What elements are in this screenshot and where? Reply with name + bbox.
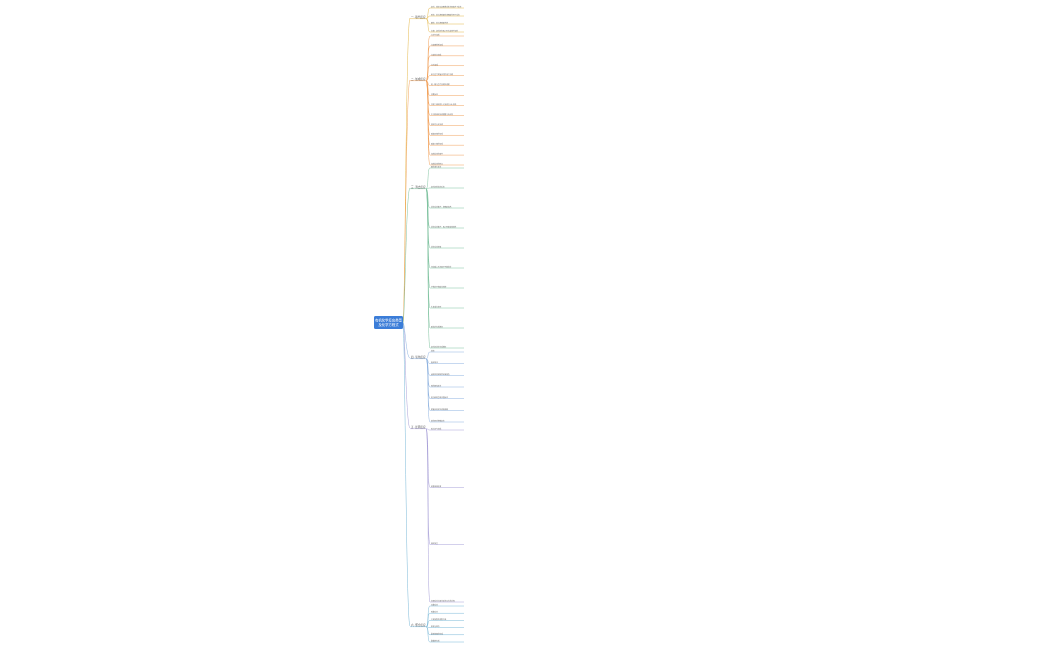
branch-label-5[interactable]: 五. 还原反应 <box>411 425 426 429</box>
node-6-4[interactable]: 单体与链节 <box>431 625 440 628</box>
connector-lines <box>402 7 464 643</box>
node-3-3[interactable]: 消去反应条件：浓硫酸加热 <box>431 206 452 209</box>
link-root-branch-5 <box>402 322 411 429</box>
node-3-8[interactable]: 扎依采夫规则 <box>431 306 441 309</box>
node-3-4[interactable]: 消去反应条件：NaOH醇溶液加热 <box>431 226 456 229</box>
node-1-1[interactable]: 卤代：烷烃与卤素单质在光照条件下发生 <box>431 6 462 9</box>
branch-label-1[interactable]: 一. 取代反应 <box>411 15 426 19</box>
node-6-5[interactable]: 酚醛树脂的生成 <box>431 632 443 635</box>
node-5-2[interactable]: 硝基苯被还原 <box>431 485 441 488</box>
link-branch-3-child-1 <box>425 167 431 190</box>
node-1-3[interactable]: 磺化：苯与浓硫酸共热 <box>431 22 448 25</box>
link-branch-3-child-10 <box>425 188 431 349</box>
node-6-6[interactable]: 聚酯的生成 <box>431 640 440 643</box>
link-branch-5-child-4 <box>425 428 431 603</box>
node-2-9[interactable]: 不对称烯烃加成遵循马氏规则 <box>431 113 453 116</box>
node-2-4[interactable]: 与水加成 <box>431 63 438 66</box>
node-4-5[interactable]: 醛与新制氢氧化铜反应 <box>431 396 448 399</box>
node-2-12[interactable]: 碳碳三键的加成 <box>431 143 443 146</box>
link-branch-6-child-6 <box>425 626 431 643</box>
node-1-2[interactable]: 硝化：苯与浓硝酸在浓硫酸作用下反应 <box>431 14 460 17</box>
link-branch-4-child-7 <box>425 358 431 423</box>
node-3-10[interactable]: 卤代烃消去生成烯烃 <box>431 346 447 349</box>
node-1-4[interactable]: 水解：卤代烃在NaOH水溶液中加热 <box>431 30 458 33</box>
node-4-4[interactable]: 醛的银镜反应 <box>431 385 441 388</box>
node-3-5[interactable]: 消去反应规律 <box>431 246 441 249</box>
node-2-2[interactable]: 与卤素单质加成 <box>431 43 443 46</box>
node-4-1[interactable]: 燃烧 <box>431 350 435 353</box>
branch-label-2[interactable]: 二. 加成反应 <box>411 77 426 81</box>
root-label-line-2: 及化学方程式 <box>378 322 399 327</box>
link-branch-5-child-1 <box>425 428 431 431</box>
node-3-7[interactable]: 产物为不饱和化合物 <box>431 286 447 289</box>
node-3-1[interactable]: 醇的消去反应 <box>431 166 441 169</box>
node-3-2[interactable]: 卤代烃的消去反应 <box>431 186 445 189</box>
node-5-4[interactable]: 还原反应与氧化反应互为逆过程 <box>431 600 455 603</box>
node-2-5[interactable]: 苯与氢气在催化剂作用下加成 <box>431 73 453 76</box>
node-5-1[interactable]: 醛与氢气加成 <box>431 428 441 431</box>
link-root-branch-3 <box>402 187 411 323</box>
root-node[interactable]: 有机化学反应类型 及化学方程式 <box>374 316 403 329</box>
branch-label-6[interactable]: 六. 聚合反应 <box>411 623 426 627</box>
node-2-6[interactable]: 醛、酮与氢气加成生成醇 <box>431 83 450 86</box>
node-2-7[interactable]: 加聚反应 <box>431 93 438 96</box>
node-4-7[interactable]: 苯的同系物被氧化 <box>431 420 445 423</box>
node-2-10[interactable]: 炔烃可分步加成 <box>431 123 443 126</box>
link-branch-2-child-14 <box>425 80 431 166</box>
node-6-2[interactable]: 缩聚反应 <box>431 611 438 614</box>
node-2-14[interactable]: 加成反应的特点 <box>431 163 443 166</box>
node-2-13[interactable]: 加成反应的条件 <box>431 153 443 156</box>
node-2-3[interactable]: 与卤化氢加成 <box>431 53 441 56</box>
node-4-6[interactable]: 醇催化氧化生成醛或酮 <box>431 408 448 411</box>
link-branch-2-child-4 <box>425 65 431 82</box>
link-root-branch-6 <box>402 322 411 627</box>
link-branch-4-child-1 <box>425 351 431 360</box>
root-box[interactable] <box>374 316 403 329</box>
mindmap-nodes: 一. 取代反应 卤代：烷烃与卤素单质在光照条件下发生硝化：苯与浓硝酸在浓硫酸作用下… <box>411 6 462 643</box>
link-branch-1-child-4 <box>425 18 431 33</box>
node-2-11[interactable]: 碳碳双键的加成 <box>431 133 443 136</box>
node-6-3[interactable]: 乙烯加聚生成聚乙烯 <box>431 618 447 621</box>
node-5-3[interactable]: 烯烃加氢 <box>431 542 438 545</box>
node-4-2[interactable]: 催化氧化 <box>431 361 438 364</box>
node-4-3[interactable]: 使酸性高锰酸钾溶液褪色 <box>431 373 450 376</box>
link-root-branch-4 <box>402 322 411 359</box>
link-branch-3-child-2 <box>425 187 431 190</box>
node-3-9[interactable]: 醇消去生成烯烃 <box>431 326 443 329</box>
node-6-1[interactable]: 加聚反应 <box>431 604 438 607</box>
branch-label-3[interactable]: 三. 消去反应 <box>411 185 426 189</box>
node-2-1[interactable]: 与氢气加成 <box>431 34 440 37</box>
root-label-line-1: 有机化学反应类型 <box>375 318 403 323</box>
node-2-8[interactable]: 共轭二烯烃的1,2-加成与1,4-加成 <box>431 103 456 106</box>
link-branch-5-child-2 <box>425 428 431 488</box>
branch-label-4[interactable]: 四. 氧化反应 <box>411 355 426 359</box>
node-3-6[interactable]: 邻位碳上无氢原子不能消去 <box>431 266 452 269</box>
